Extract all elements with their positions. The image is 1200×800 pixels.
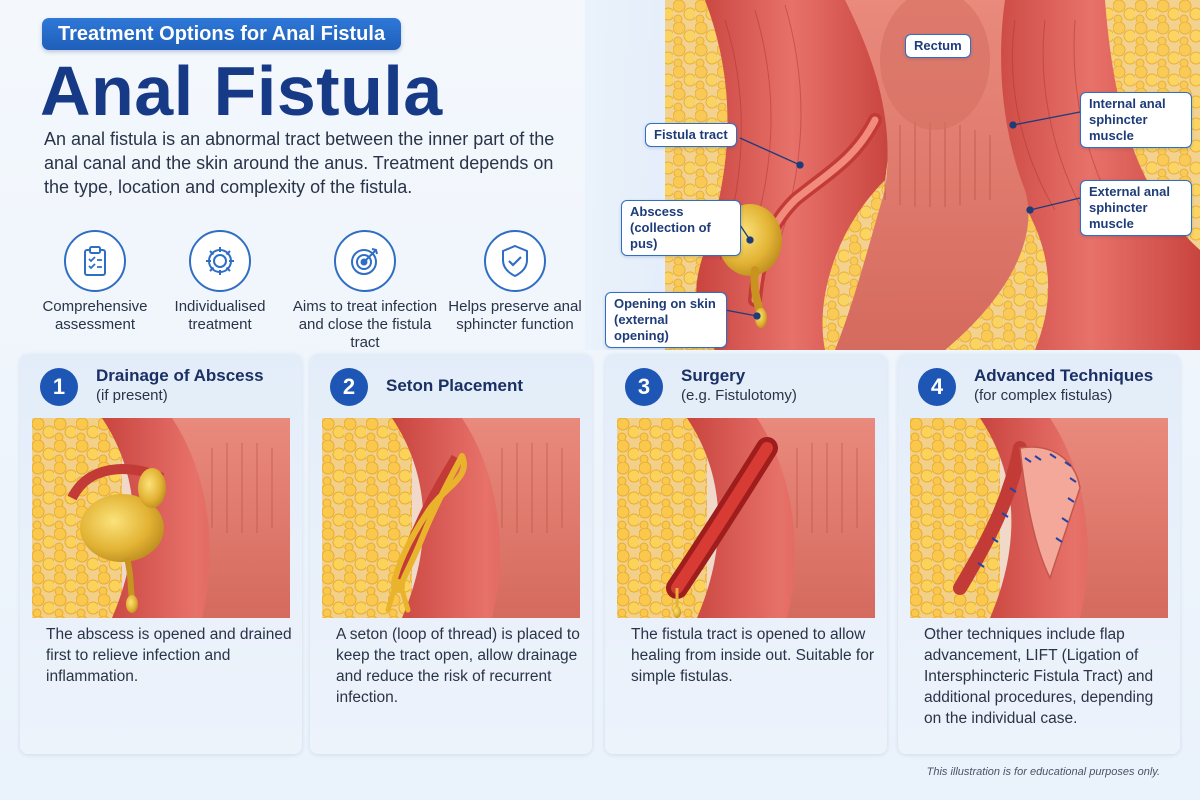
feature-individualised: Individualised treatment xyxy=(145,230,295,334)
card-description: Other techniques include flap advancemen… xyxy=(924,626,1154,727)
card-title: Seton Placement xyxy=(386,376,523,395)
step-number: 1 xyxy=(40,368,78,406)
feature-label: Helps preserve anal sphincter function xyxy=(448,298,582,333)
seton-placement-illustration xyxy=(322,418,580,618)
label-fistula-tract: Fistula tract xyxy=(645,123,737,147)
card-subtitle: (e.g. Fistulotomy) xyxy=(681,387,797,404)
feature-label: Comprehensive assessment xyxy=(42,298,148,333)
treatment-card-surgery: 3 Surgery (e.g. Fistulotomy) The fistula… xyxy=(605,354,887,754)
clipboard-icon xyxy=(64,230,126,292)
card-description: The fistula tract is opened to allow hea… xyxy=(631,626,874,685)
treatment-card-drainage: 1 Drainage of Abscess (if present) The a… xyxy=(20,354,302,754)
gear-icon xyxy=(189,230,251,292)
feature-treat-infection: Aims to treat infection and close the fi… xyxy=(290,230,440,352)
shield-check-icon xyxy=(484,230,546,292)
topic-badge: Treatment Options for Anal Fistula xyxy=(42,18,402,50)
treatment-card-advanced: 4 Advanced Techniques (for complex fistu… xyxy=(898,354,1180,754)
feature-label: Individualised treatment xyxy=(174,298,266,333)
page-title: Anal Fistula xyxy=(40,52,443,130)
card-description: The abscess is opened and drained first … xyxy=(46,626,292,685)
label-external-sphincter: External anal sphincter muscle xyxy=(1080,180,1192,236)
flap-advancement-illustration xyxy=(910,418,1168,618)
anatomy-illustration: Rectum Fistula tract Abscess (collection… xyxy=(585,0,1200,350)
step-number: 2 xyxy=(330,368,368,406)
label-rectum: Rectum xyxy=(905,34,971,58)
fistulotomy-illustration xyxy=(617,418,875,618)
target-icon xyxy=(334,230,396,292)
feature-label: Aims to treat infection and close the fi… xyxy=(292,298,438,351)
label-abscess: Abscess (collection of pus) xyxy=(621,200,741,256)
step-number: 4 xyxy=(918,368,956,406)
step-number: 3 xyxy=(625,368,663,406)
intro-text: An anal fistula is an abnormal tract bet… xyxy=(44,129,555,197)
card-description: A seton (loop of thread) is placed to ke… xyxy=(336,626,580,706)
feature-assessment: Comprehensive assessment xyxy=(20,230,170,334)
treatment-card-seton: 2 Seton Placement A seton (loop of threa… xyxy=(310,354,592,754)
feature-preserve-sphincter: Helps preserve anal sphincter function xyxy=(440,230,590,334)
card-subtitle: (for complex fistulas) xyxy=(974,387,1113,404)
card-title: Drainage of Abscess xyxy=(96,366,264,385)
disclaimer: This illustration is for educational pur… xyxy=(926,766,1160,778)
card-title: Advanced Techniques xyxy=(974,366,1154,385)
label-internal-sphincter: Internal anal sphincter muscle xyxy=(1080,92,1192,148)
label-external-opening: Opening on skin (external opening) xyxy=(605,292,727,348)
card-title: Surgery xyxy=(681,366,746,385)
abscess-drainage-illustration xyxy=(32,418,290,618)
card-subtitle: (if present) xyxy=(96,387,168,404)
